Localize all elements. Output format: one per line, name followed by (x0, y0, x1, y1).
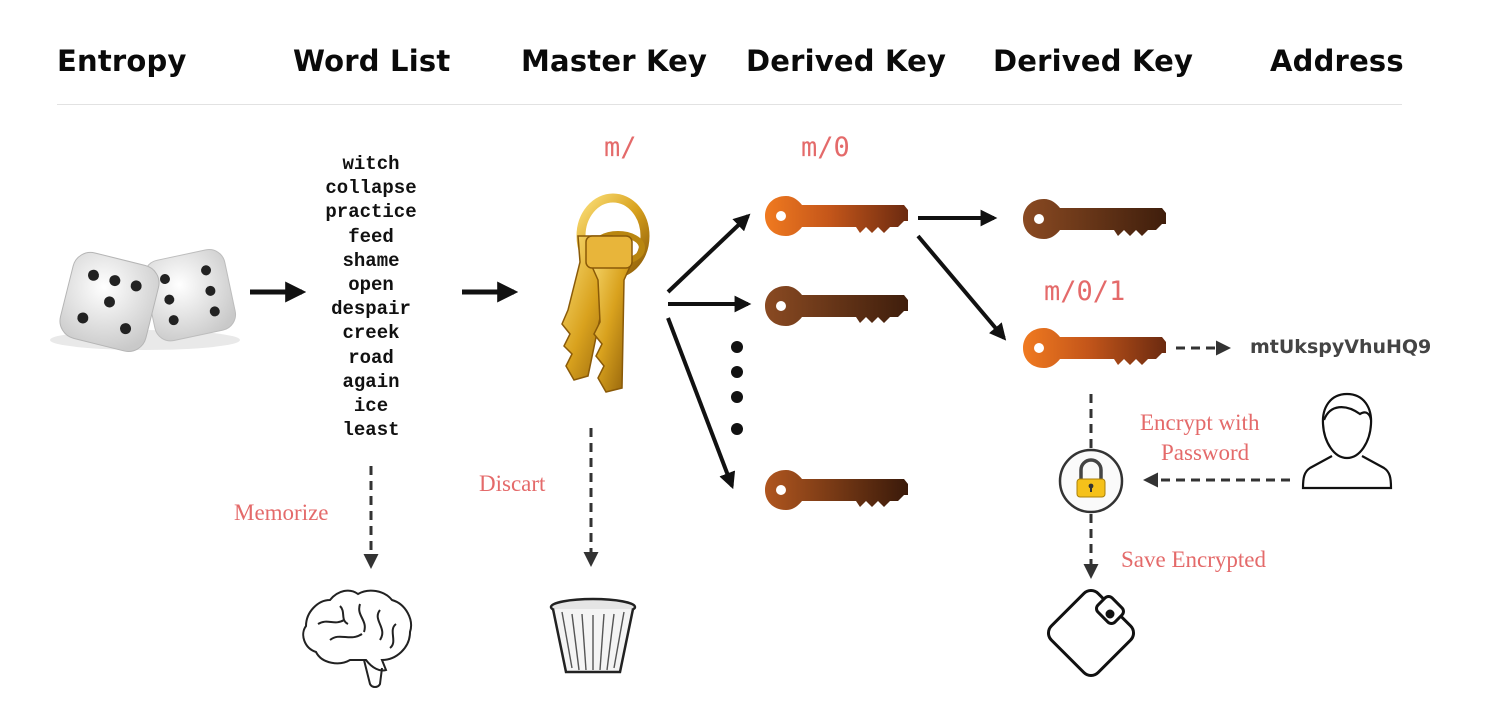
mnemonic-word: road (348, 346, 394, 369)
key-icon (1023, 328, 1166, 368)
note-save: Save Encrypted (1121, 547, 1266, 572)
header-entropy: Entropy (57, 44, 187, 78)
key-icon (765, 470, 908, 510)
mnemonic-word: again (342, 370, 400, 393)
path-label-child: m/0 (801, 132, 850, 163)
mnemonic-word: feed (348, 225, 394, 248)
path-label-master: m/ (604, 132, 637, 163)
key-icon (765, 286, 908, 326)
key-icon (1023, 199, 1166, 239)
mnemonic-word: collapse (325, 177, 417, 200)
wallet-icon (1046, 588, 1136, 678)
note-discard: Discart (479, 471, 546, 496)
dice-icon (50, 249, 240, 352)
path-label-grandchild: m/0/1 (1044, 276, 1126, 307)
mnemonic-word: least (342, 419, 400, 442)
address-value: mtUkspyVhuHQ9 (1250, 336, 1432, 358)
mnemonic-word: ice (353, 395, 389, 418)
mnemonic-word: shame (342, 249, 400, 272)
arrow-master-to-child-0 (666, 213, 751, 294)
header-derived-key-2: Derived Key (993, 44, 1194, 78)
user-icon (1301, 392, 1393, 490)
mnemonic-word: witch (342, 153, 400, 175)
padlock-icon (1058, 448, 1124, 514)
arrow-master-to-child-n (666, 317, 736, 490)
mnemonic-word: despair (331, 298, 411, 321)
header-master-key: Master Key (521, 44, 708, 78)
trash-can-icon (549, 597, 637, 674)
mnemonic-word: creek (342, 322, 400, 345)
note-memorize: Memorize (234, 500, 329, 525)
note-encrypt-line1: Encrypt with (1140, 410, 1260, 435)
header-derived-key-1: Derived Key (746, 44, 947, 78)
key-icon (765, 196, 908, 236)
master-keys-icon (561, 193, 650, 393)
brain-icon (302, 589, 412, 688)
arrow-child-to-grandchild-1 (916, 234, 1007, 341)
ellipsis-dots (731, 341, 743, 435)
header-word-list: Word List (293, 44, 451, 78)
header-divider (57, 104, 1402, 105)
note-encrypt-line2: Password (1161, 440, 1250, 465)
header-address: Address (1270, 44, 1404, 78)
mnemonic-word: open (348, 274, 394, 297)
mnemonic-word: practice (325, 201, 417, 224)
